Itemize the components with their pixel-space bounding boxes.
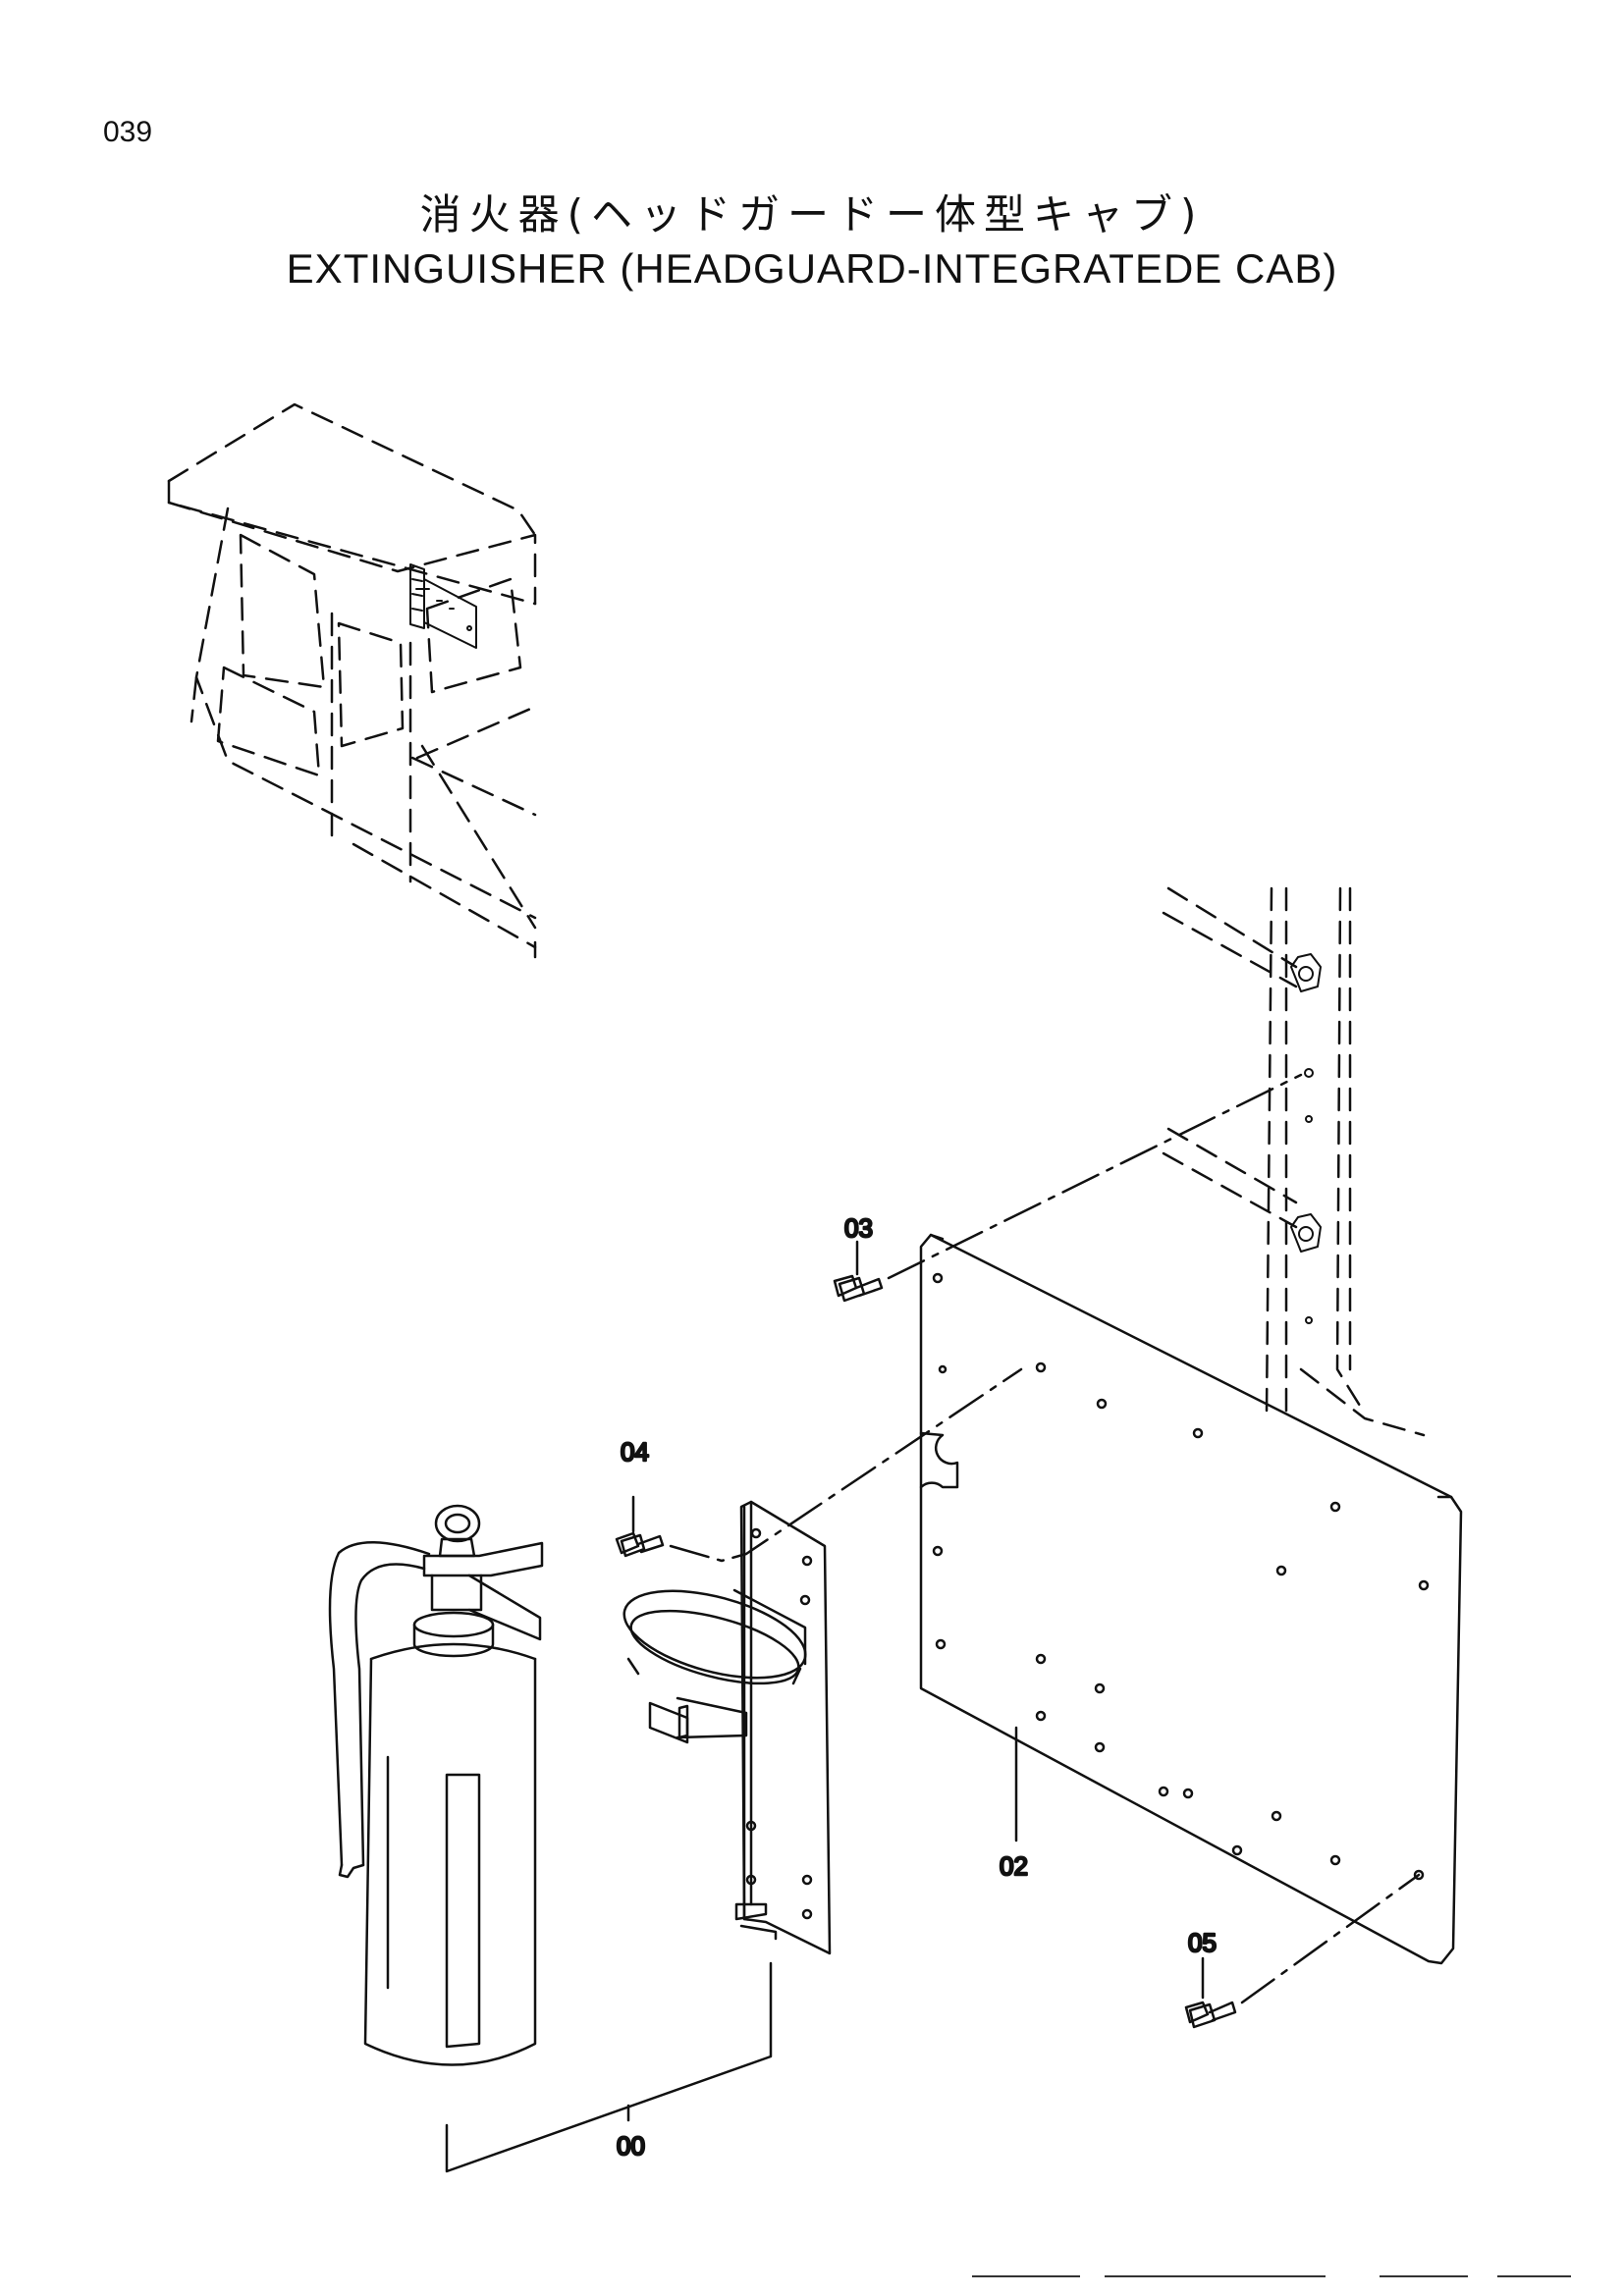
footer-rule bbox=[1380, 2275, 1468, 2277]
cab-pillar bbox=[1162, 886, 1426, 1437]
callout-05: 05 bbox=[1188, 1928, 1217, 1957]
footer-rule bbox=[1497, 2275, 1571, 2277]
fire-extinguisher bbox=[328, 1504, 544, 2066]
callout-03: 03 bbox=[844, 1213, 873, 1243]
bolt-04 bbox=[615, 1531, 665, 1558]
cab-mounted-extinguisher bbox=[409, 563, 477, 649]
title-japanese: 消火器(ヘッドガードー体型キャブ) bbox=[419, 190, 1205, 239]
mounting-plate bbox=[919, 1233, 1463, 1965]
bolt-05 bbox=[1184, 2001, 1237, 2029]
extinguisher-bracket bbox=[623, 1500, 832, 1955]
bolt-03 bbox=[833, 1274, 884, 1303]
callout-04: 04 bbox=[621, 1437, 649, 1467]
footer-rule bbox=[972, 2275, 1080, 2277]
title-english: EXTINGUISHER (HEADGUARD-INTEGRATEDE CAB) bbox=[286, 245, 1338, 292]
assembly-lines bbox=[445, 1073, 1421, 2173]
footer-rule bbox=[1105, 2275, 1326, 2277]
callout-02: 02 bbox=[1000, 1851, 1028, 1881]
cab-overview bbox=[167, 402, 537, 959]
callout-00: 00 bbox=[617, 2131, 645, 2161]
page-number: 039 bbox=[103, 116, 153, 148]
